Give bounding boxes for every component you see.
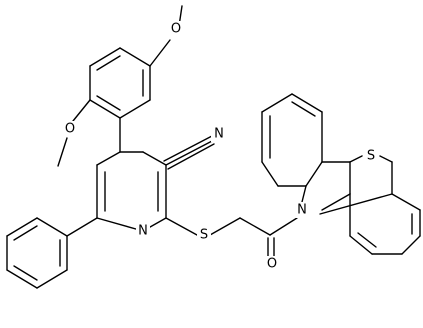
bond	[269, 217, 298, 236]
atom-label-o-carbonyl: O	[267, 257, 277, 272]
bond	[167, 143, 215, 170]
atom-label-s-thioether: S	[200, 228, 208, 243]
bond	[13, 265, 38, 281]
bond	[6, 217, 38, 237]
bond	[301, 185, 307, 203]
bond	[239, 217, 271, 236]
bond	[96, 55, 121, 71]
bond	[96, 217, 144, 232]
bond	[165, 217, 198, 236]
bond	[119, 47, 151, 67]
bond	[119, 99, 151, 119]
bond	[36, 269, 68, 289]
bond	[209, 217, 241, 236]
bond	[149, 39, 171, 67]
bond	[261, 93, 293, 113]
bond	[321, 193, 351, 211]
atom-label-n-phenothiazine: N	[297, 203, 307, 218]
bond	[72, 99, 91, 122]
bond	[66, 217, 98, 237]
atom-label-n-pyridine: N	[138, 224, 148, 239]
bond-layer	[6, 5, 421, 289]
bond	[57, 137, 68, 167]
atom-label-s-phenothiazine: S	[367, 149, 375, 164]
bond	[379, 155, 393, 163]
bond	[291, 93, 323, 113]
atom-label-layer: N S O N S N O O	[63, 21, 379, 272]
atom-label-o-methoxy-top: O	[171, 22, 181, 37]
bond	[261, 161, 279, 187]
bond	[6, 269, 38, 289]
bond	[349, 235, 373, 255]
bond	[349, 155, 363, 163]
bond	[163, 135, 213, 162]
atom-label-n-nitrile: N	[214, 127, 224, 142]
bond	[319, 193, 393, 215]
bond	[165, 139, 215, 166]
bond	[13, 225, 38, 241]
bond	[89, 99, 121, 119]
bond	[36, 217, 68, 237]
bond	[89, 47, 121, 67]
atom-label-o-methoxy-ortho: O	[65, 122, 75, 137]
bond	[96, 151, 121, 166]
bond	[391, 193, 421, 211]
bond	[305, 161, 323, 187]
bond	[96, 95, 121, 111]
bond	[401, 235, 421, 255]
bond	[357, 232, 377, 248]
bond	[142, 151, 167, 166]
bond	[291, 101, 316, 117]
